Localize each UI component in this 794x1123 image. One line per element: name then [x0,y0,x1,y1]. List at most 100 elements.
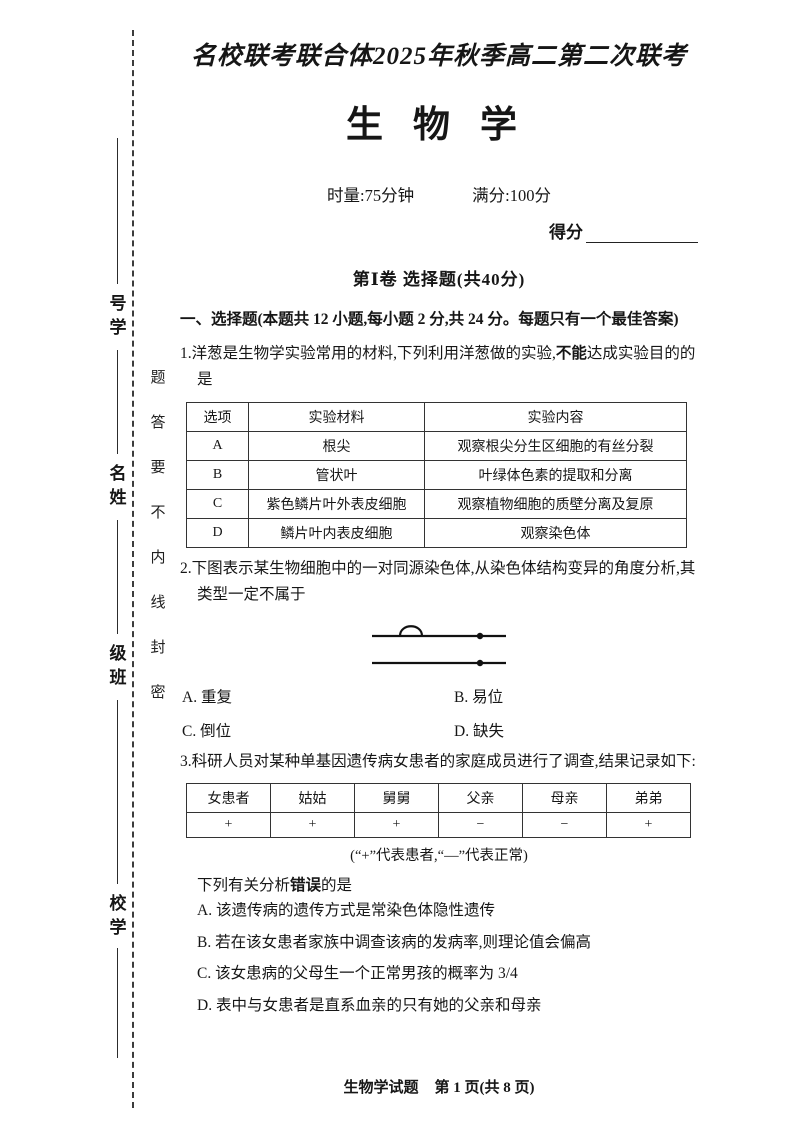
table-header-cell: 选项 [186,401,249,432]
table-cell: 观察染色体 [424,517,687,548]
question-2-number: 2. [180,559,192,577]
table-row: C 紫色鳞片叶外表皮细胞 观察植物细胞的质壁分离及复原 [186,488,687,519]
name-char: 名 [109,464,127,483]
table-header-cell: 弟弟 [606,782,691,813]
table-cell: 鳞片叶内表皮细胞 [248,517,425,548]
question-3-table: 女患者 姑姑 舅舅 父亲 母亲 弟弟 + + + − − + [186,782,691,838]
question-1-text-before: 洋葱是生物学实验常用的材料,下列利用洋葱做的实验, [191,345,556,363]
table-cell: 观察根尖分生区细胞的有丝分裂 [424,430,687,461]
table-header-cell: 母亲 [522,782,607,813]
question-1-emphasis: 不能 [555,345,587,363]
chromosome-loop-bump [398,624,424,636]
class-label: 级 班 [104,642,132,690]
student-id-label: 号 学 [104,292,132,340]
school-label: 校 学 [104,892,132,940]
option-b: B. 若在该女患者家族中调查该病的发病率,则理论值会偏高 [197,933,591,951]
chromosome-figure [180,619,698,673]
table-header-cell: 实验内容 [424,401,687,432]
margin-fill-line [117,948,118,1058]
question-2-body: 下图表示某生物细胞中的一对同源染色体,从染色体结构变异的角度分析,其类型一定不属… [191,559,696,604]
stem-before: 下列有关分析 [197,876,291,894]
score-fill-line [586,224,698,243]
table-row: B 管状叶 叶绿体色素的提取和分离 [186,459,687,490]
page-footer: 生物学试题 第 1 页(共 8 页) [180,1076,698,1097]
table-header-cell: 姑姑 [270,782,355,813]
stem-after: 的是 [321,876,353,894]
seal-text-char: 不 [150,505,166,521]
table-cell: D [186,517,249,548]
table-row: D 鳞片叶内表皮细胞 观察染色体 [186,517,687,548]
centromere-dot [476,659,484,666]
table-cell: − [522,811,607,838]
school-fill-line [117,700,118,884]
class-fill-line [117,520,118,634]
table-header-row: 女患者 姑姑 舅舅 父亲 母亲 弟弟 [186,782,691,813]
student-id-fill-line [117,138,118,284]
chromosome-diagram [372,624,506,666]
name-char: 姓 [109,487,127,507]
score-label: 得分 [549,223,583,242]
exam-content: 名校联考联合体2025年秋季高二第二次联考 生物学 时量:75分钟 满分:100… [180,30,698,1022]
score-row: 得分 [180,218,698,243]
table-legend-note: (“+”代表患者,“—”代表正常) [350,847,528,864]
seal-text-char: 题 [150,370,166,386]
student-id-char: 学 [109,317,127,337]
question-2-text: 2.下图表示某生物细胞中的一对同源染色体,从染色体结构变异的角度分析,其类型一定… [180,556,698,609]
table-header-cell: 实验材料 [248,401,425,432]
stem-emphasis: 错误 [290,876,322,894]
name-fill-line [117,350,118,454]
school-char: 学 [109,917,127,937]
table-cell: C [186,488,249,519]
name-label: 名 姓 [104,462,132,510]
question-1-table: 选项 实验材料 实验内容 A 根尖 观察根尖分生区细胞的有丝分裂 B 管状叶 叶… [186,401,687,548]
table-cell: + [270,811,355,838]
table-header-cell: 父亲 [438,782,523,813]
seal-text-char: 密 [150,685,166,701]
class-char: 级 [109,644,127,663]
option-a: A. 重复 [182,688,232,706]
question-3-stem: 下列有关分析错误的是 [180,873,698,895]
table-row: A 根尖 观察根尖分生区细胞的有丝分裂 [186,430,687,461]
class-char: 班 [109,667,127,687]
option-a: A. 该遗传病的遗传方式是常染色体隐性遗传 [197,901,495,919]
exam-title: 名校联考联合体2025年秋季高二第二次联考 [190,43,687,70]
option-d: D. 缺失 [454,722,504,740]
centromere-dot [476,632,484,639]
footer-doc-label: 生物学试题 [343,1080,419,1096]
question-1-text: 1.洋葱是生物学实验常用的材料,下列利用洋葱做的实验,不能达成实验目的的是 [180,341,698,394]
table-cell: + [354,811,439,838]
seal-dashed-line [132,30,134,1108]
option-d: D. 表中与女患者是直系血亲的只有她的父亲和母亲 [197,997,542,1015]
duration-label: 时量:75分钟 [327,186,415,205]
seal-text-char: 内 [150,550,166,566]
table-header-row: 选项 实验材料 实验内容 [186,401,687,432]
table-cell: 管状叶 [248,459,425,490]
seal-text-char: 要 [150,460,166,476]
table-cell: − [438,811,523,838]
section-intro: 一、选择题(本题共 12 小题,每小题 2 分,共 24 分。每题只有一个最佳答… [180,311,679,328]
question-3-text: 3.科研人员对某种单基因遗传病女患者的家庭成员进行了调查,结果记录如下: [180,749,698,775]
table-cell: A [186,430,249,461]
table-cell: B [186,459,249,490]
table-cell: 紫色鳞片叶外表皮细胞 [248,488,425,519]
seal-text-char: 封 [150,640,166,656]
table-cell: 叶绿体色素的提取和分离 [424,459,687,490]
seal-text-char: 答 [150,415,166,431]
option-c: C. 倒位 [182,722,232,740]
section-title: 第Ⅰ卷 选择题(共40分) [352,270,526,289]
exam-meta: 时量:75分钟 满分:100分 [180,182,698,206]
option-c: C. 该女患病的父母生一个正常男孩的概率为 3/4 [197,965,518,983]
question-1-text-after: 达成实验目的的是 [197,345,696,389]
table-cell: + [606,811,691,838]
seal-text-char: 线 [150,595,166,611]
table-header-cell: 舅舅 [354,782,439,813]
question-2-options: A. 重复 B. 易位 C. 倒位 D. 缺失 [182,685,698,741]
question-3-number: 3. [180,752,192,770]
option-b: B. 易位 [454,688,504,706]
student-id-char: 号 [109,294,127,313]
question-3-body: 科研人员对某种单基因遗传病女患者的家庭成员进行了调查,结果记录如下: [191,752,696,770]
full-score-label: 满分:100分 [472,186,551,205]
subject-title: 生物学 [346,105,547,146]
table-row: + + + − − + [186,811,691,838]
